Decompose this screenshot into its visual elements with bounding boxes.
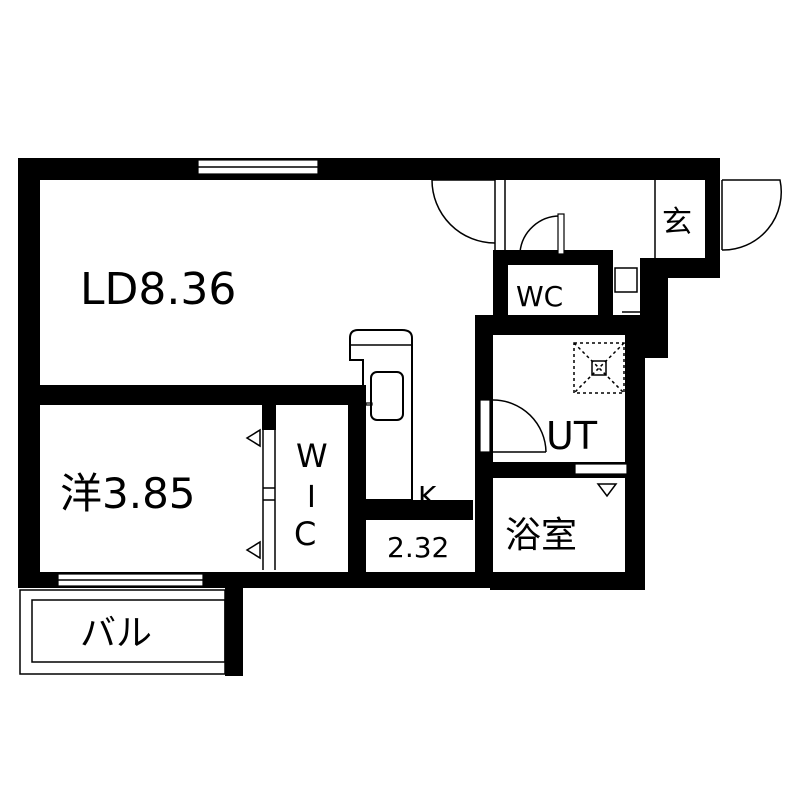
walls <box>18 158 720 676</box>
room-label-wic-i: I <box>307 480 316 515</box>
room-label-ut: UT <box>546 414 598 458</box>
room-label-wc: WC <box>516 280 563 313</box>
room-label-balcony: バル <box>80 613 152 654</box>
room-label-entrance: 玄 <box>662 205 692 240</box>
room-label-kitchen-name: K <box>418 480 437 513</box>
meter-box <box>614 267 638 293</box>
room-label-wic-w: W <box>296 437 328 475</box>
doors <box>365 179 783 453</box>
windows <box>57 159 628 587</box>
room-label-bath: 浴室 <box>505 515 577 556</box>
kitchen-counter <box>349 329 413 501</box>
room-label-kitchen-size: 2.32 <box>387 531 449 564</box>
wic-doors <box>245 405 276 570</box>
room-label-wic-c: C <box>294 515 316 553</box>
room-labels: LD8.36 洋3.85 W I C K 2.32 WC UT 浴室 玄 バル <box>60 205 692 654</box>
balcony <box>19 589 226 675</box>
room-label-ld: LD8.36 <box>80 264 236 315</box>
vent-icon <box>596 483 618 498</box>
washing-machine-pan <box>573 342 625 394</box>
room-label-western: 洋3.85 <box>60 469 196 518</box>
